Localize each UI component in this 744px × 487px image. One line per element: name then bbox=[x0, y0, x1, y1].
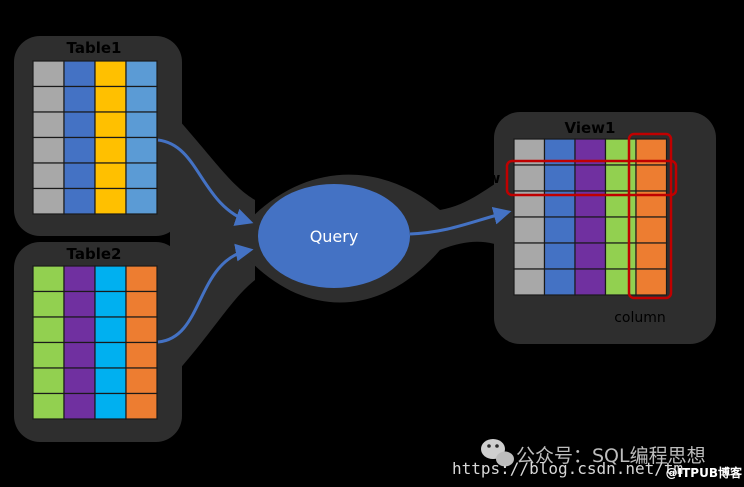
watermark-line2: https://blog.csdn.net/tm bbox=[452, 459, 683, 478]
table2-cell bbox=[63, 367, 96, 395]
column-label: column bbox=[614, 310, 666, 326]
query-node bbox=[258, 184, 410, 288]
view1-grid bbox=[513, 138, 668, 296]
watermark-line1: 公众号：SQL编程思想 bbox=[516, 445, 706, 467]
table1-cell bbox=[94, 187, 127, 215]
table2-cell bbox=[32, 392, 65, 420]
table2-cell bbox=[94, 367, 127, 395]
view1-cell bbox=[574, 216, 607, 244]
table1-cell bbox=[125, 60, 158, 88]
table1-cell bbox=[63, 162, 96, 190]
view1-cell bbox=[604, 268, 637, 296]
row-highlight bbox=[505, 159, 678, 197]
query-label: Query bbox=[310, 227, 359, 246]
table2-cell bbox=[94, 290, 127, 318]
table1-cell bbox=[94, 162, 127, 190]
view1-cell bbox=[574, 268, 607, 296]
view1-cell bbox=[574, 164, 607, 192]
table2-grid bbox=[32, 265, 158, 420]
view1-cell bbox=[513, 216, 546, 244]
view1-cell bbox=[635, 242, 668, 270]
table1-cell bbox=[94, 111, 127, 139]
column-highlight bbox=[627, 132, 673, 300]
table1-cell bbox=[125, 85, 158, 113]
table1-cell bbox=[32, 85, 65, 113]
table1-cell bbox=[32, 111, 65, 139]
wechat-icon bbox=[481, 439, 514, 467]
table2-cell bbox=[94, 265, 127, 293]
table2-cell bbox=[32, 316, 65, 344]
arrow-query-to-view bbox=[409, 206, 512, 236]
watermark: 公众号：SQL编程思想 https://blog.csdn.net/tm @IT… bbox=[452, 439, 743, 480]
table2-cell bbox=[63, 316, 96, 344]
table2-cell bbox=[32, 290, 65, 318]
table1-cell bbox=[94, 136, 127, 164]
table2-cell bbox=[94, 341, 127, 369]
table2-cell bbox=[125, 392, 158, 420]
table1-cell bbox=[125, 111, 158, 139]
table1-cell bbox=[32, 162, 65, 190]
table1-cell bbox=[63, 136, 96, 164]
table2-cell bbox=[32, 341, 65, 369]
table1-cell bbox=[32, 136, 65, 164]
arrow-table1-to-query bbox=[157, 138, 254, 226]
table1-cell bbox=[63, 85, 96, 113]
table2-cell bbox=[125, 265, 158, 293]
table2-cell bbox=[94, 316, 127, 344]
table2-cell bbox=[125, 341, 158, 369]
view1-cell bbox=[604, 216, 637, 244]
view1-cell bbox=[604, 164, 637, 192]
table2-cell bbox=[125, 316, 158, 344]
view1-cell bbox=[635, 164, 668, 192]
view1-cell bbox=[604, 242, 637, 270]
view1-cell bbox=[635, 268, 668, 296]
view1-cell bbox=[635, 216, 668, 244]
table2-title: Table2 bbox=[67, 245, 122, 263]
view1-title: View1 bbox=[565, 119, 616, 137]
table2-cell bbox=[125, 367, 158, 395]
table2-cell bbox=[63, 290, 96, 318]
view1-cell bbox=[513, 164, 546, 192]
table2-cell bbox=[94, 392, 127, 420]
table2-cell bbox=[32, 265, 65, 293]
table2-cell bbox=[63, 265, 96, 293]
view1-cell bbox=[513, 268, 546, 296]
table1-title: Table1 bbox=[67, 39, 122, 57]
table1-cell bbox=[125, 162, 158, 190]
table1-cell bbox=[63, 111, 96, 139]
watermark-badge: @ITPUB博客 bbox=[666, 465, 743, 480]
table1-cell bbox=[94, 85, 127, 113]
table1-cell bbox=[63, 187, 96, 215]
view1-cell bbox=[543, 216, 576, 244]
view1-cell bbox=[543, 268, 576, 296]
table2-cell bbox=[32, 367, 65, 395]
arrow-table2-to-query bbox=[157, 243, 254, 344]
table2-cell bbox=[125, 290, 158, 318]
table1-cell bbox=[125, 136, 158, 164]
table1-cell bbox=[32, 60, 65, 88]
table1-cell bbox=[63, 60, 96, 88]
view1-cell bbox=[543, 164, 576, 192]
row-label: ow bbox=[478, 171, 501, 187]
view1-cell bbox=[543, 242, 576, 270]
table2-cell bbox=[63, 341, 96, 369]
view1-cell bbox=[513, 242, 546, 270]
table1-cell bbox=[32, 187, 65, 215]
table1-cell bbox=[125, 187, 158, 215]
table2-cell bbox=[63, 392, 96, 420]
table1-grid bbox=[32, 60, 158, 215]
view1-cell bbox=[574, 242, 607, 270]
table1-cell bbox=[94, 60, 127, 88]
